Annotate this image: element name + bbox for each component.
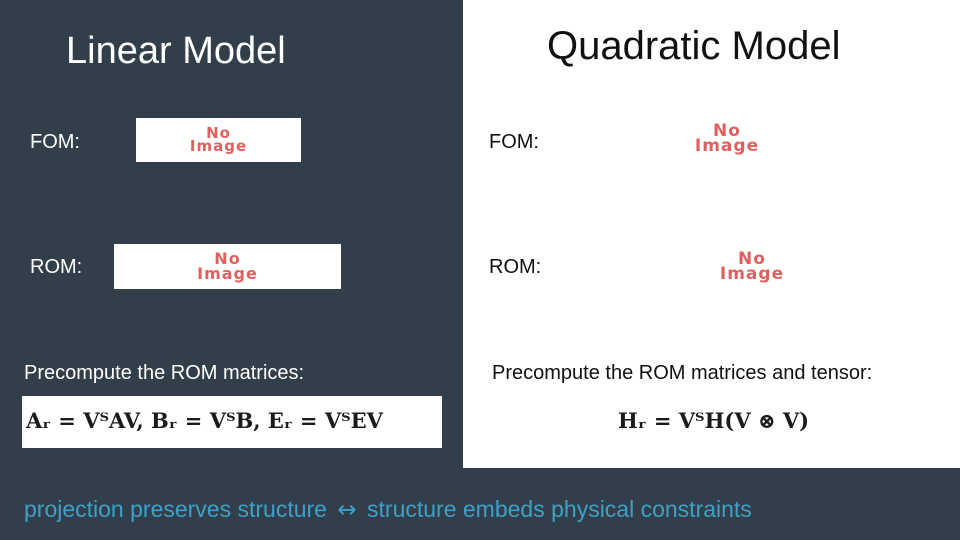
footer-right-text: structure embeds physical constraints (367, 496, 752, 522)
linear-model-title: Linear Model (66, 30, 286, 72)
no-image-text-line1: No (214, 249, 241, 269)
linear-rom-equation: Aᵣ = VᵀAV, Bᵣ = VᵀB, Eᵣ = VᵀEV (26, 408, 383, 433)
quadratic-rom-image-placeholder: No Image (552, 244, 952, 290)
footer-left-text: projection preserves structure (24, 496, 327, 522)
quadratic-fom-image-placeholder: No Image (577, 116, 877, 162)
linear-precompute-text: Precompute the ROM matrices: (24, 362, 305, 384)
linear-rom-image-placeholder: No Image (114, 244, 341, 289)
double-arrow-icon: ↔ (337, 497, 357, 523)
no-image-text-line2: Image (189, 137, 248, 155)
quadratic-model-title: Quadratic Model (547, 24, 841, 68)
quadratic-model-panel (463, 0, 960, 468)
linear-fom-label: FOM: (30, 131, 80, 153)
linear-fom-image-placeholder: No Image (136, 118, 301, 162)
linear-equation-box (22, 396, 442, 448)
quadratic-fom-label: FOM: (489, 131, 539, 153)
no-image-text-line2: Image (694, 136, 760, 156)
quadratic-precompute-text: Precompute the ROM matrices and tensor: (492, 362, 873, 384)
no-image-text-line1: No (713, 120, 741, 141)
quadratic-rom-equation: Hᵣ = VᵀH(V ⊗ V) (618, 408, 810, 433)
no-image-text-line1: No (738, 248, 766, 269)
no-image-text-line2: Image (197, 263, 258, 283)
no-image-text-line1: No (206, 123, 231, 142)
linear-rom-label: ROM: (30, 256, 83, 278)
no-image-text-line2: Image (719, 264, 785, 284)
quadratic-rom-label: ROM: (489, 256, 542, 278)
footer-caption: projection preserves structure ↔ structu… (24, 496, 752, 523)
